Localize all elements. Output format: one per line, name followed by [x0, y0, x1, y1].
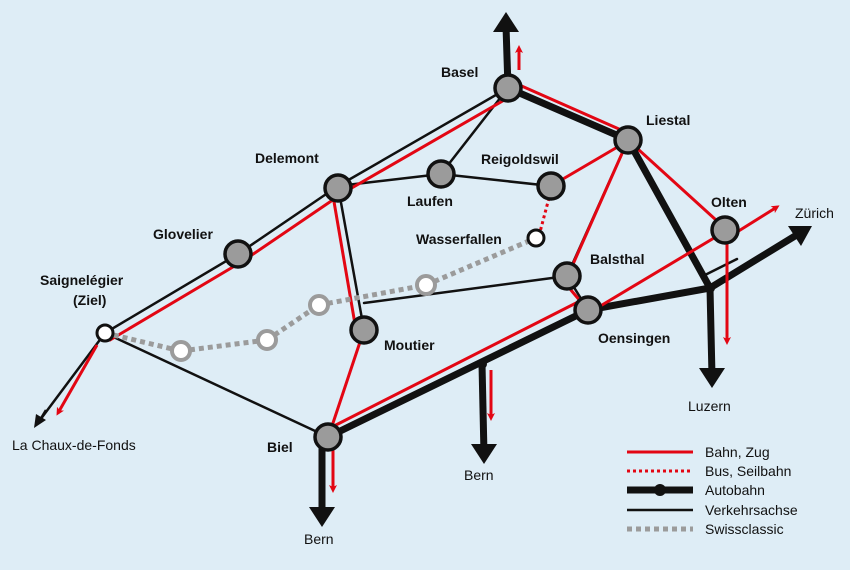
label-bern-biel: Bern — [304, 531, 334, 547]
legend-motorway-label: Autobahn — [705, 482, 765, 498]
label-olten: Olten — [711, 194, 747, 210]
label-chaux-de-fonds: La Chaux-de-Fonds — [12, 437, 136, 453]
legend-swissclassic-label: Swissclassic — [705, 521, 784, 537]
station-oensingen[interactable] — [573, 295, 603, 325]
station-biel[interactable] — [313, 422, 343, 452]
label-saignelegier-sub: (Ziel) — [73, 292, 106, 308]
label-liestal: Liestal — [646, 112, 690, 128]
label-balsthal: Balsthal — [590, 251, 644, 267]
station-liestal[interactable] — [613, 125, 643, 155]
label-moutier: Moutier — [384, 337, 435, 353]
motorway-lines — [318, 22, 799, 520]
arrow-south-bern-icon — [471, 444, 497, 464]
label-basel: Basel — [441, 64, 478, 80]
rail-lines — [108, 78, 729, 434]
label-reigoldswil: Reigoldswil — [481, 151, 559, 167]
station-reigoldswil[interactable] — [536, 171, 566, 201]
arrow-south-luzern-icon — [699, 368, 725, 388]
legend-axis-label: Verkehrsachse — [705, 502, 798, 518]
stations — [223, 73, 740, 452]
label-glovelier: Glovelier — [153, 226, 213, 242]
label-biel: Biel — [267, 439, 293, 455]
swissclassic-stop — [170, 340, 192, 362]
station-moutier[interactable] — [349, 315, 379, 345]
label-oensingen: Oensingen — [598, 330, 670, 346]
label-luzern: Luzern — [688, 398, 731, 414]
rail-arrows — [56, 45, 780, 493]
motorway-junction — [477, 359, 487, 369]
station-delemont[interactable] — [323, 173, 353, 203]
station-laufen[interactable] — [426, 159, 456, 189]
swissclassic-stop — [308, 294, 330, 316]
station-saignelegier[interactable] — [95, 323, 115, 343]
arrow-north-basel-icon — [493, 12, 519, 32]
swissclassic-stop — [415, 274, 437, 296]
station-olten[interactable] — [710, 215, 740, 245]
label-delemont: Delemont — [255, 150, 319, 166]
motorway-arrowheads — [309, 12, 812, 527]
label-saignelegier: Saignelégier — [40, 272, 124, 288]
swissclassic-stop — [256, 329, 278, 351]
motorway-junction — [705, 283, 715, 293]
swissclassic-stops — [170, 274, 437, 362]
legend-motorway-junction-icon — [654, 484, 666, 496]
station-glovelier[interactable] — [223, 239, 253, 269]
arrow-chaux-de-fonds-head-icon — [34, 414, 46, 428]
label-laufen: Laufen — [407, 193, 453, 209]
station-basel[interactable] — [493, 73, 523, 103]
bus-line-reigoldswil-wasserfallen — [538, 197, 551, 233]
station-wasserfallen[interactable] — [526, 228, 546, 248]
legend: Bahn, Zug Bus, Seilbahn Autobahn Verkehr… — [627, 444, 798, 537]
legend-rail-label: Bahn, Zug — [705, 444, 770, 460]
label-bern-mid: Bern — [464, 467, 494, 483]
station-balsthal[interactable] — [552, 261, 582, 291]
legend-bus-label: Bus, Seilbahn — [705, 463, 791, 479]
arrow-east-zurich-icon — [788, 226, 812, 246]
arrow-south-bern-biel-icon — [309, 507, 335, 527]
label-zurich: Zürich — [795, 205, 834, 221]
label-wasserfallen: Wasserfallen — [416, 231, 502, 247]
